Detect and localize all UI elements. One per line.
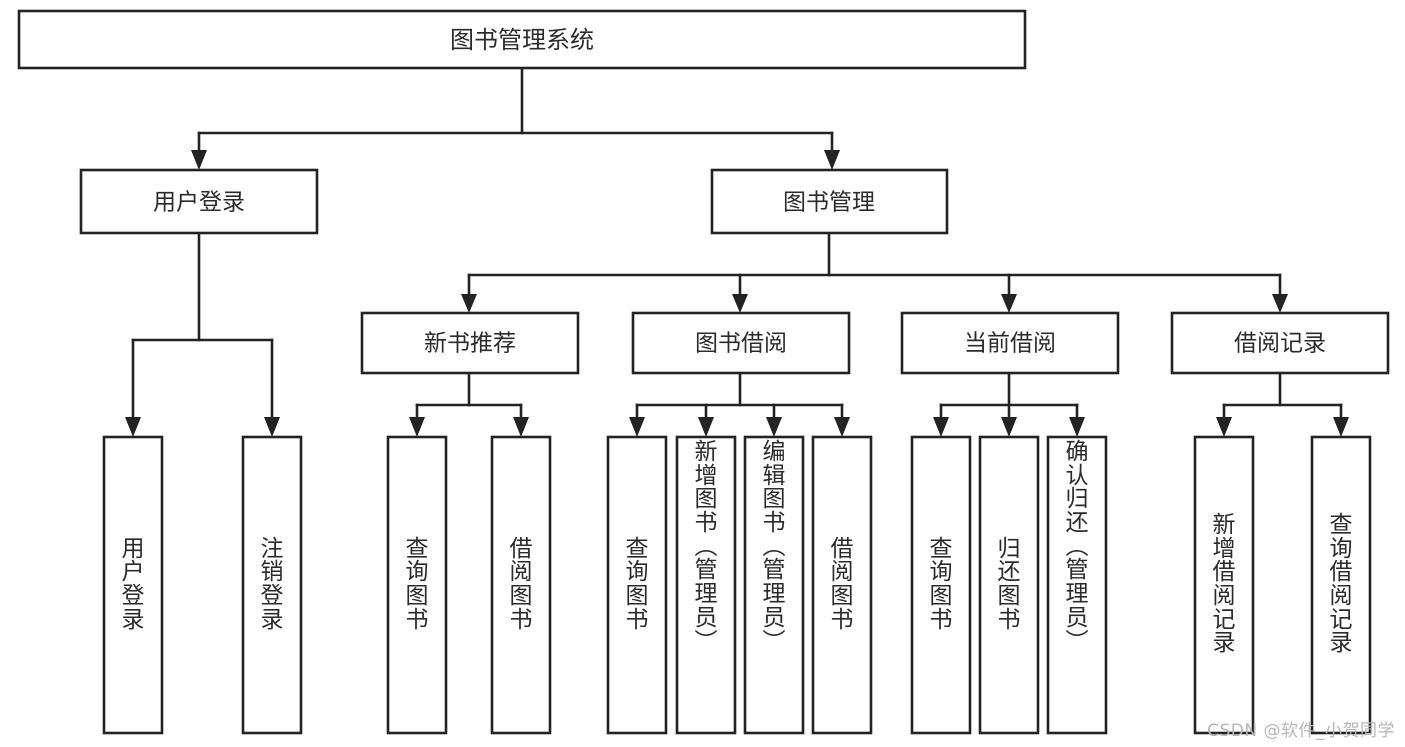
leaf-box-confirm-return[interactable] [1046, 435, 1108, 735]
leaf-box-edit-book[interactable] [743, 435, 805, 735]
connector-user-login-to-leaves [125, 231, 280, 437]
leaf-box-query-book-1[interactable] [386, 435, 448, 735]
leaf-box-add-record[interactable] [1193, 435, 1255, 735]
node-current-borrow-label: 当前借阅 [964, 331, 1056, 357]
node-book-management-label: 图书管理 [783, 190, 875, 216]
leaf-box-query-record[interactable] [1310, 435, 1372, 735]
connector-current-borrow-to-leaves [933, 371, 1085, 437]
node-new-book-recommend-box[interactable] [360, 311, 580, 375]
node-user-login-label: 用户登录 [153, 190, 245, 216]
connector-root-to-level2 [191, 66, 840, 170]
leaf-box-borrow-book-1[interactable] [490, 435, 552, 735]
watermark-text: CSDN @软件_小贺同学 [1207, 721, 1395, 741]
connector-book-borrow-to-leaves [629, 371, 850, 437]
leaf-box-user-logout[interactable] [241, 435, 303, 735]
node-borrow-record-box[interactable] [1170, 311, 1390, 375]
leaf-box-query-book-2[interactable] [606, 435, 668, 735]
connector-borrow-record-to-leaves [1216, 371, 1349, 437]
node-root-box[interactable] [17, 9, 1027, 70]
node-book-management-box[interactable] [710, 168, 949, 235]
leaf-box-user-login[interactable] [102, 435, 164, 735]
leaf-box-add-book[interactable] [675, 435, 737, 735]
node-book-borrow-box[interactable] [631, 311, 851, 375]
node-book-borrow-label: 图书借阅 [695, 331, 787, 357]
connector-new-book-recommend-to-leaves [409, 371, 529, 437]
leaf-box-return-book[interactable] [978, 435, 1040, 735]
connector-book-management-to-level3 [461, 231, 1288, 313]
node-user-login-box[interactable] [79, 168, 319, 235]
node-borrow-record-label: 借阅记录 [1234, 331, 1326, 357]
node-new-book-recommend-label: 新书推荐 [424, 331, 516, 357]
node-root-label: 图书管理系统 [450, 26, 594, 54]
leaf-box-borrow-book-2[interactable] [811, 435, 873, 735]
leaf-box-query-book-3[interactable] [910, 435, 972, 735]
node-current-borrow-box[interactable] [900, 311, 1120, 375]
